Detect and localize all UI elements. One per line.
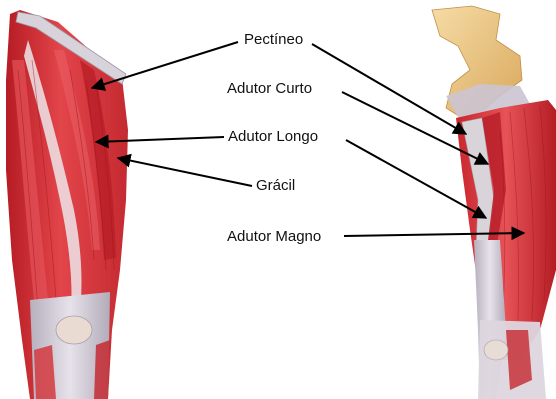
left-lower-muscle-2 <box>94 340 110 399</box>
left-thigh-illustration <box>6 10 128 399</box>
label-adutor-magno: Adutor Magno <box>227 228 321 246</box>
arrow-gracil <box>118 158 252 186</box>
label-adutor-curto: Adutor Curto <box>227 80 312 98</box>
right-knee-muscle <box>506 330 532 390</box>
label-adutor-longo: Adutor Longo <box>228 128 318 146</box>
label-gracil: Grácil <box>256 177 295 195</box>
label-pectineo: Pectíneo <box>244 31 303 49</box>
arrow-pectineo-left <box>92 42 238 88</box>
right-thigh-illustration <box>432 6 556 399</box>
right-knee-joint <box>484 340 508 360</box>
arrow-pectineo-right <box>312 44 466 134</box>
left-patella <box>56 316 92 344</box>
